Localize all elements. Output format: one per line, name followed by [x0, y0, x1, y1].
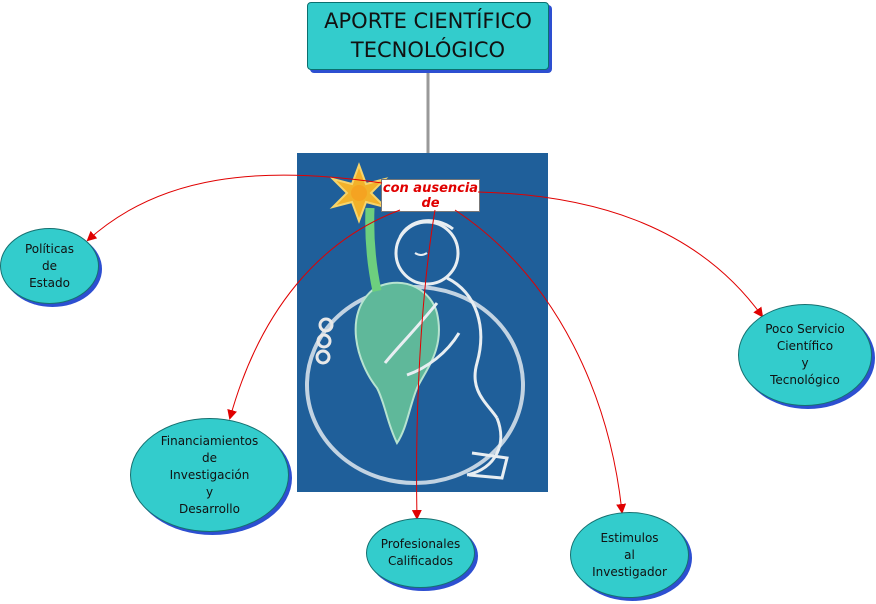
title-line-2: TECNOLÓGICO [350, 38, 506, 62]
node-politicas-line-3: Estado [29, 275, 70, 290]
node-estimulos-line-3: Investigador [592, 564, 667, 579]
node-poco-servicio-line-1: Poco Servicio [765, 322, 845, 336]
node-estimulos-al-investigador[interactable]: Estimulos al Investigador [570, 512, 689, 598]
node-poco-servicio-line-3: y [801, 356, 809, 370]
node-politicas-line-2: de [42, 258, 57, 273]
node-poco-servicio-line-4: Tecnológico [770, 373, 840, 387]
node-financiamientos-line-3: Investigación [169, 467, 250, 482]
linking-phrase-line-1: con ausencia [382, 180, 479, 196]
node-financiamientos-line-1: Financiamientos [160, 433, 259, 448]
node-financiamientos-line-5: Desarrollo [179, 501, 240, 516]
node-profesionales-calificados[interactable]: Profesionales Calificados [366, 518, 475, 588]
node-poco-servicio[interactable]: Poco Servicio Científico y Tecnológico [738, 304, 872, 406]
node-poco-servicio-line-2: Científico [776, 339, 834, 353]
linking-phrase-box[interactable]: con ausencia de [381, 179, 480, 212]
node-politicas-de-estado[interactable]: Políticas de Estado [0, 228, 99, 304]
node-estimulos-line-1: Estimulos [600, 530, 659, 545]
node-financiamientos[interactable]: Financiamientos de Investigación y Desar… [130, 418, 289, 532]
linking-phrase-line-2: de [421, 195, 440, 211]
title-line-1: APORTE CIENTÍFICO [324, 9, 532, 33]
node-profesionales-line-2: Calificados [387, 554, 454, 568]
concept-title-box[interactable]: APORTE CIENTÍFICO TECNOLÓGICO [307, 2, 549, 70]
node-financiamientos-line-4: y [205, 484, 214, 499]
node-financiamientos-line-2: de [202, 450, 217, 465]
node-estimulos-line-2: al [624, 547, 635, 562]
node-profesionales-line-1: Profesionales [380, 537, 461, 551]
node-politicas-line-1: Políticas [24, 241, 75, 256]
